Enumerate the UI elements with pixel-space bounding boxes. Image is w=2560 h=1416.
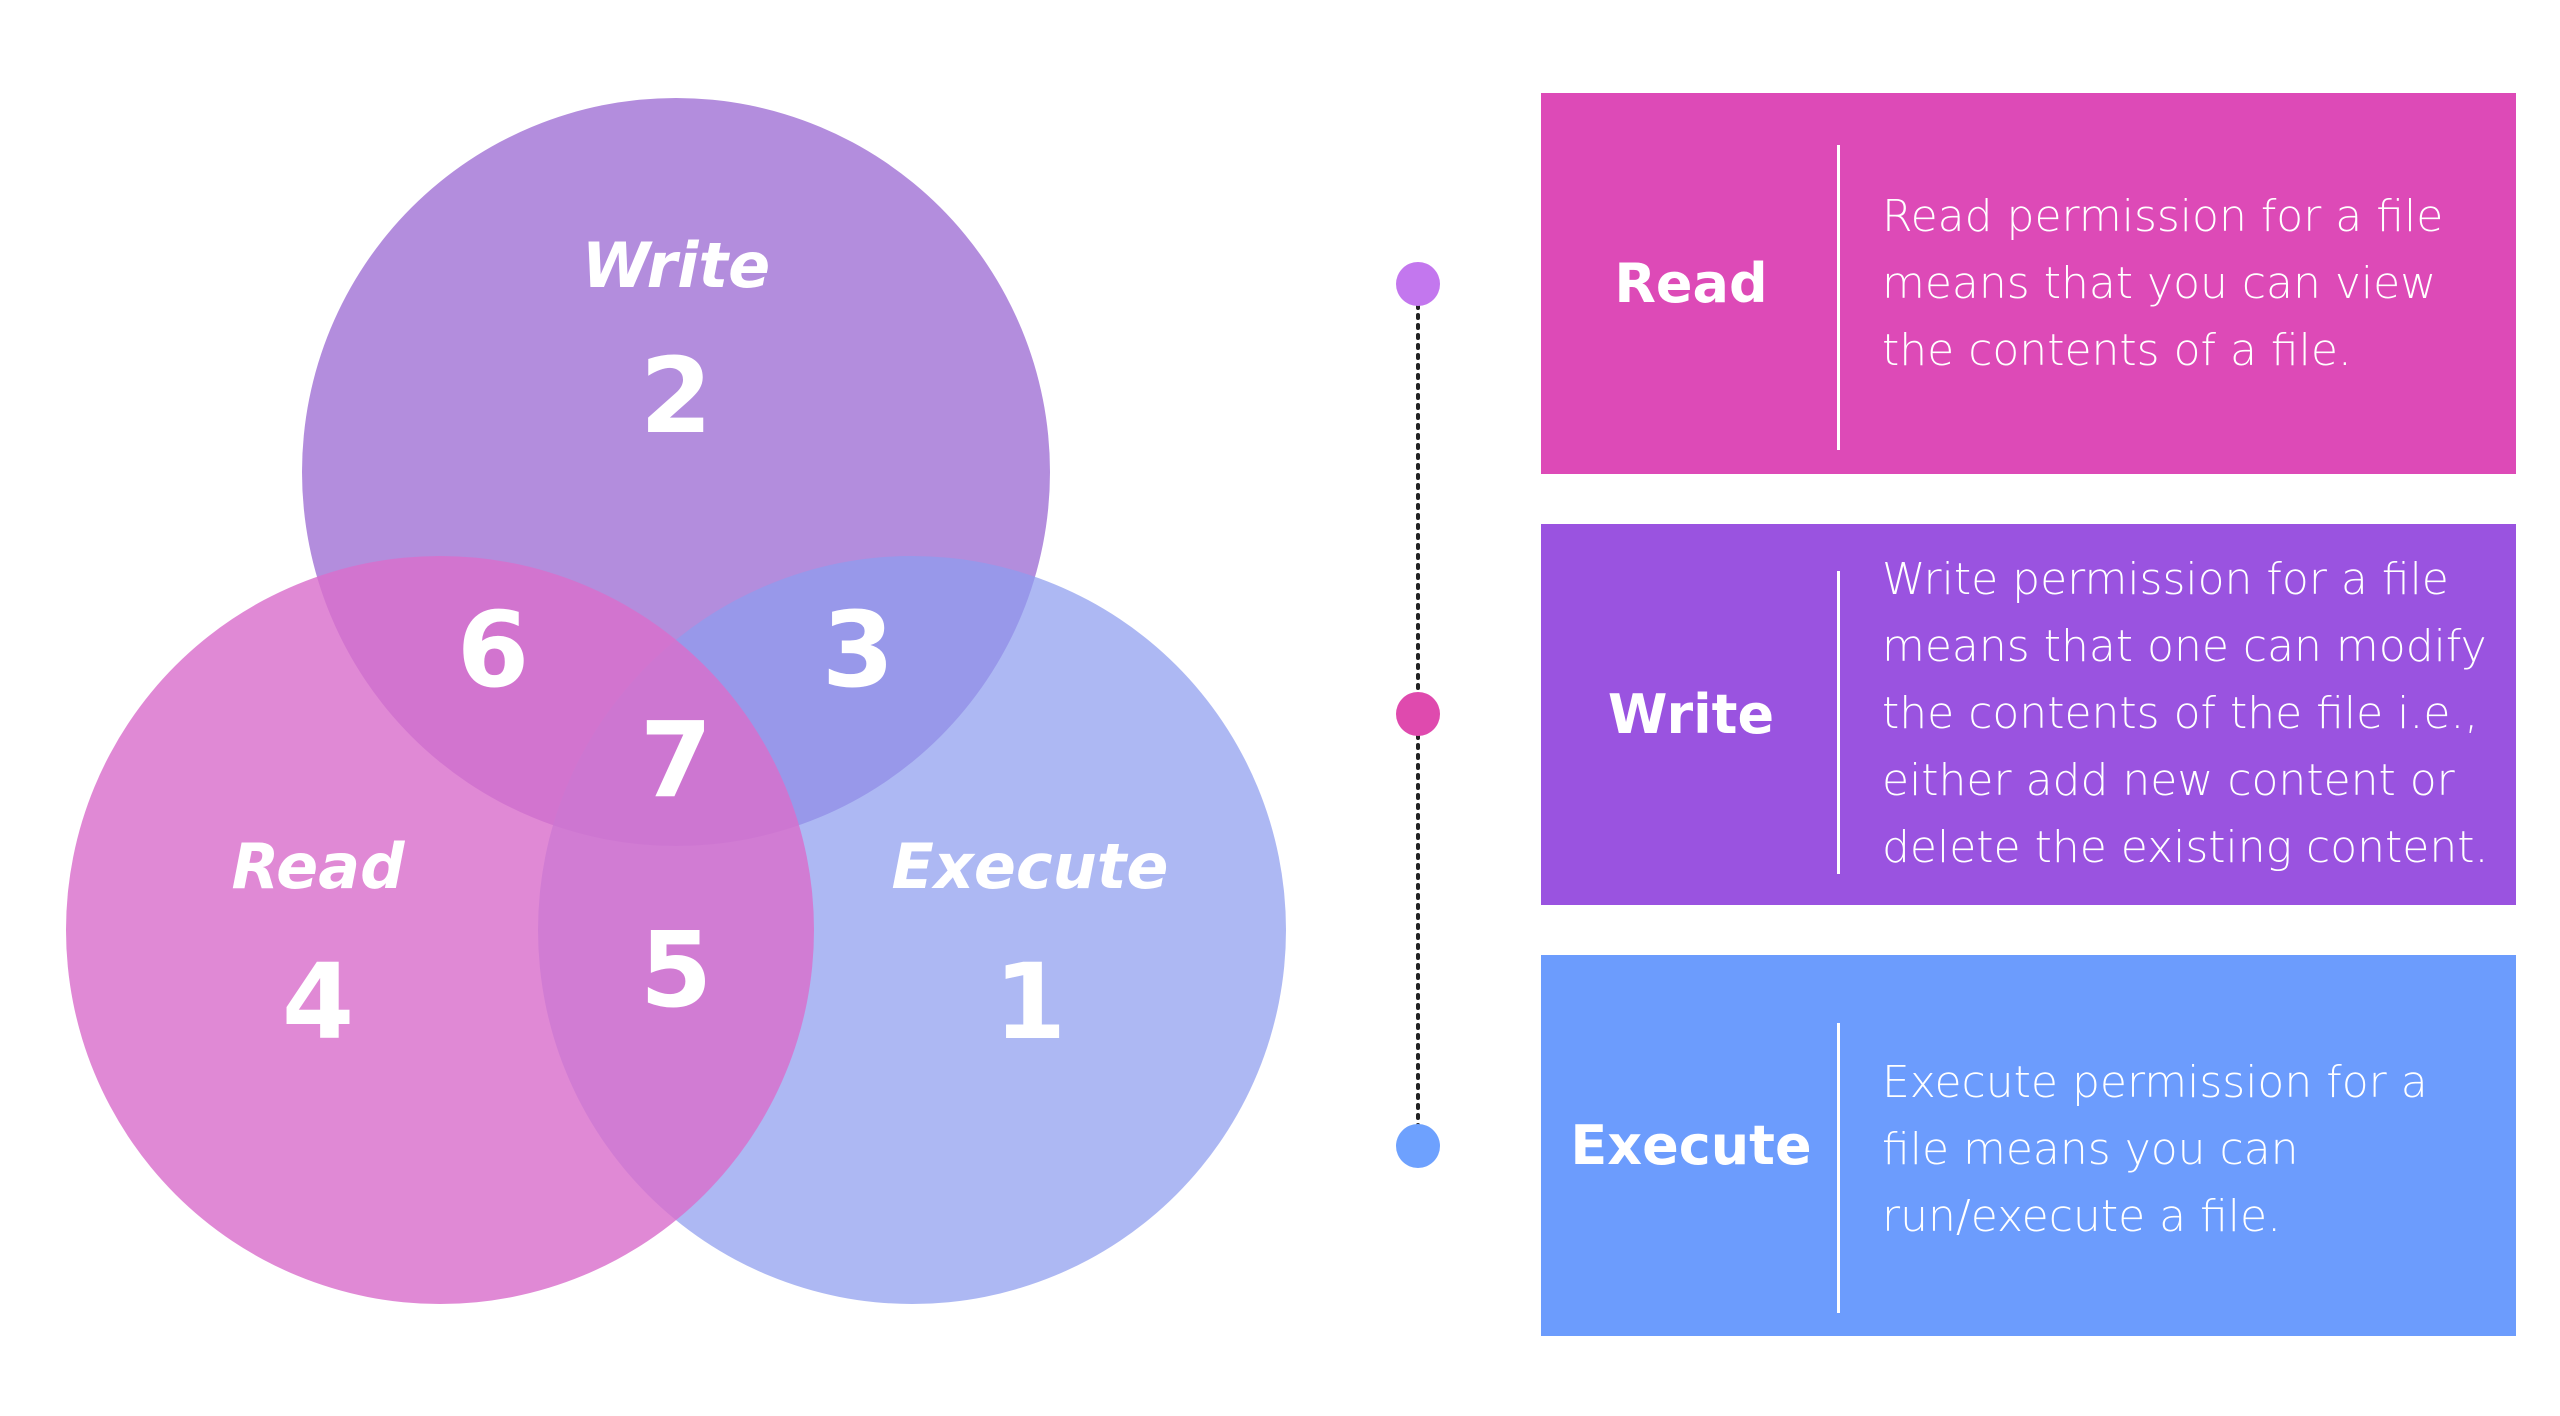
venn-value-write: 2 xyxy=(640,335,712,457)
timeline-dot-read xyxy=(1396,262,1440,306)
venn-value-read-write: 6 xyxy=(457,589,529,711)
permissions-venn-diagram: Write 2 Read 4 Execute 1 6 3 7 5 xyxy=(66,98,1286,1304)
card-execute: Execute Execute permission for a file me… xyxy=(1541,955,2516,1336)
venn-value-read-execute: 5 xyxy=(640,909,712,1031)
timeline-dot-execute xyxy=(1396,1124,1440,1168)
card-read-title: Read xyxy=(1614,252,1768,315)
venn-label-write: Write xyxy=(582,229,770,302)
venn-value-read: 4 xyxy=(282,941,354,1063)
card-write-description: Write permission for a file means that o… xyxy=(1882,554,2489,873)
card-write-divider xyxy=(1837,571,1840,874)
card-execute-description: Execute permission for a file means you … xyxy=(1882,1057,2428,1242)
venn-value-all: 7 xyxy=(640,699,712,821)
card-execute-title: Execute xyxy=(1570,1114,1812,1177)
card-execute-divider xyxy=(1837,1023,1840,1313)
card-read: Read Read permission for a file means th… xyxy=(1541,93,2516,474)
card-read-description: Read permission for a file means that yo… xyxy=(1882,191,2444,376)
venn-circle-read xyxy=(66,556,814,1304)
card-write-title: Write xyxy=(1607,683,1775,746)
venn-value-write-execute: 3 xyxy=(822,589,894,711)
timeline-dot-write xyxy=(1396,692,1440,736)
venn-label-read: Read xyxy=(232,830,406,903)
venn-label-execute: Execute xyxy=(892,830,1169,903)
venn-value-execute: 1 xyxy=(994,941,1066,1063)
card-read-divider xyxy=(1837,145,1840,450)
card-write: Write Write permission for a file means … xyxy=(1541,524,2516,905)
